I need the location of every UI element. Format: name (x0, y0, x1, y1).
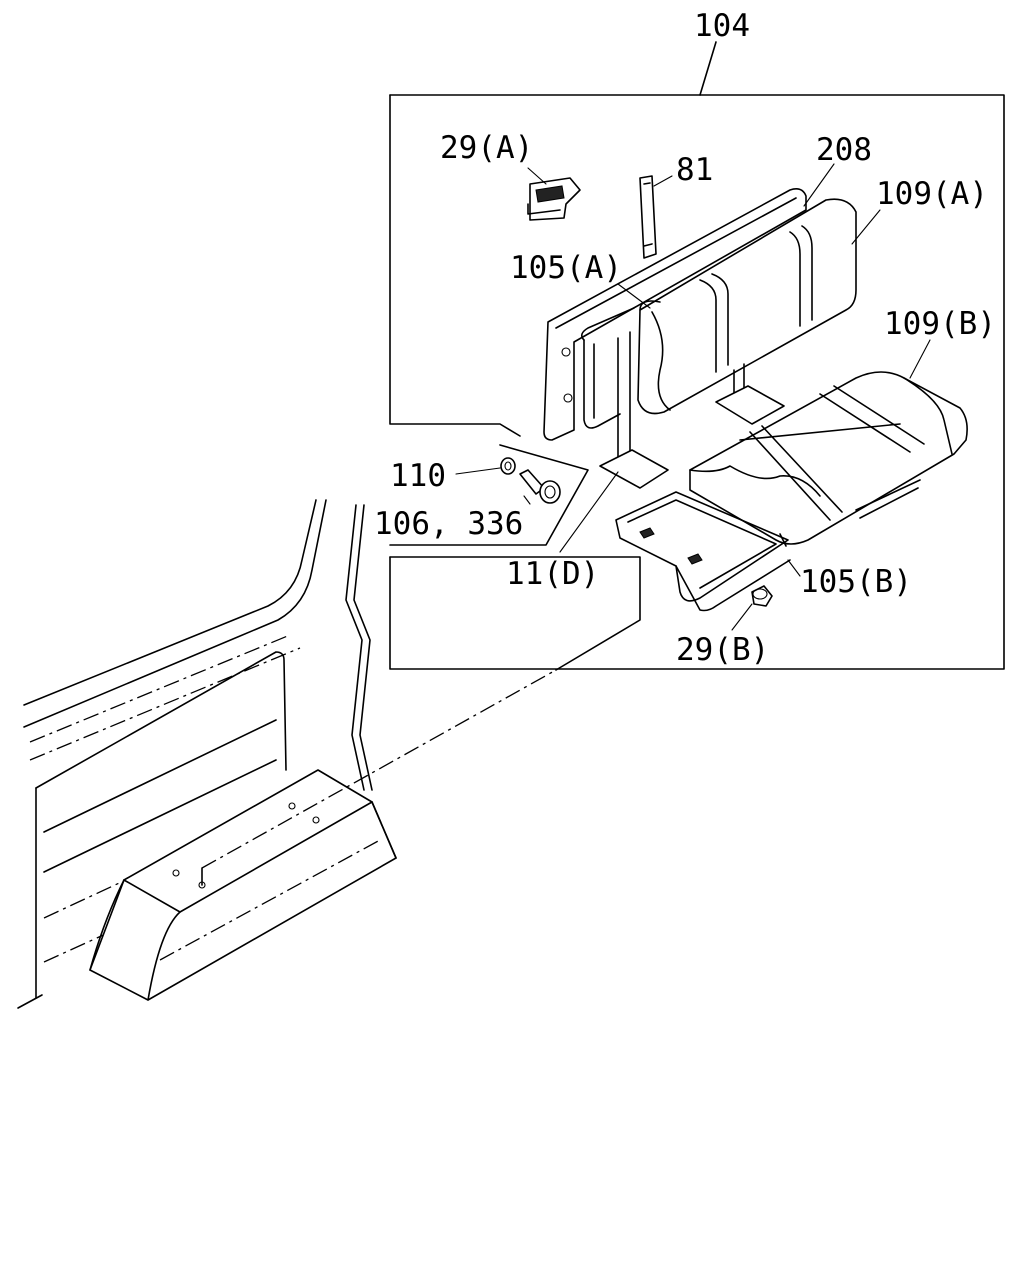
callout-109a: 109(A) (876, 176, 988, 212)
callout-104: 104 (694, 8, 750, 44)
callout-81: 81 (676, 152, 713, 188)
callout-106-336: 106, 336 (374, 506, 523, 542)
clip-b-icon (751, 585, 773, 607)
callout-208: 208 (816, 132, 872, 168)
bolt-icon (519, 469, 561, 504)
callout-labels: 104 29(A) 81 208 109(A) 105(A) 109(B) 11… (374, 8, 996, 668)
leader-lines (455, 163, 931, 631)
callout-29b: 29(B) (676, 632, 769, 668)
callout-29a: 29(A) (440, 130, 533, 166)
seat-assembly-drawing (543, 188, 968, 612)
assembly-frame (389, 41, 1005, 670)
strap-icon (639, 175, 657, 259)
callout-11d: 11(D) (506, 556, 599, 592)
washer-icon (500, 457, 516, 475)
callout-110: 110 (390, 458, 446, 494)
callout-105a: 105(A) (510, 250, 622, 286)
callout-105b: 105(B) (800, 564, 912, 600)
clip-a-icon (527, 177, 581, 221)
callout-109b: 109(B) (884, 306, 996, 342)
vehicle-interior-drawing (17, 499, 641, 1009)
